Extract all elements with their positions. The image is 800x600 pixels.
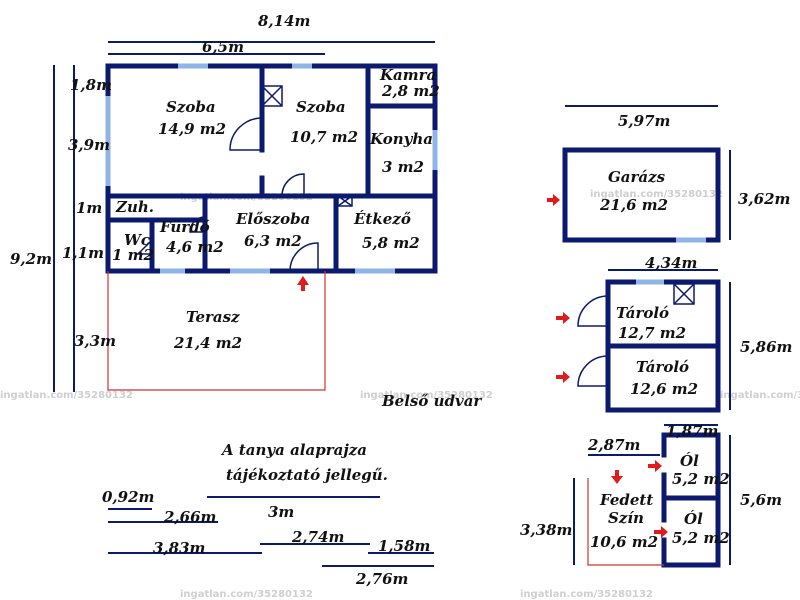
- room-area: 14,9 m2: [158, 120, 226, 138]
- dimension-label: 2,66m: [163, 508, 216, 526]
- note-line-2: tájékoztató jellegű.: [226, 466, 388, 484]
- door: [577, 295, 609, 327]
- room-name: Szín: [608, 509, 644, 527]
- garage-outline: [562, 147, 721, 243]
- dimension-label: 3,83m: [153, 539, 205, 557]
- dimension-label: 3,38m: [520, 521, 572, 539]
- room-area: 12,6 m2: [630, 380, 698, 398]
- room-name: Tároló: [636, 358, 689, 376]
- courtyard-label: Belső udvar: [381, 392, 482, 410]
- room-area: 3 m2: [382, 158, 424, 176]
- room-name: Ól: [680, 452, 699, 470]
- room-name: Szoba: [296, 98, 346, 116]
- dimension-left: 1m: [76, 199, 102, 217]
- dimension-left: 3,3m: [74, 332, 116, 350]
- room-name: Terasz: [186, 308, 240, 326]
- dimension-label: 3m: [268, 503, 294, 521]
- room-name: Wc: [124, 231, 150, 249]
- dimension-top-inner: 6,5m: [202, 38, 244, 56]
- entrance-arrow-icon: [556, 312, 570, 324]
- dimension-label: 2,74m: [291, 528, 344, 546]
- room-name: Kamra: [379, 66, 436, 84]
- room-area: 4,6 m2: [166, 238, 224, 256]
- room-name: Garázs: [608, 168, 666, 186]
- room-name: Tároló: [616, 304, 669, 322]
- watermark: ingatlan.com/35280132: [520, 589, 653, 600]
- room-name: Zuh.: [115, 198, 154, 216]
- pen-building: [573, 424, 731, 568]
- door: [577, 355, 609, 387]
- room-area: 21,6 m2: [599, 196, 668, 214]
- dimension-label: 0,92m: [102, 488, 154, 506]
- dimension-left: 1,1m: [62, 244, 104, 262]
- chimney-icon: [261, 85, 283, 107]
- storage-building: [556, 269, 731, 413]
- dimension-label: 1,87m: [666, 422, 718, 440]
- chimney-icon: [337, 195, 353, 207]
- note-line-1: A tanya alaprajza: [220, 441, 367, 459]
- door: [136, 239, 153, 255]
- dimension-label: 2,87m: [587, 436, 640, 454]
- room-area: 1 m2: [112, 246, 154, 264]
- entrance-arrow-icon: [556, 371, 570, 383]
- room-name: Előszoba: [235, 210, 310, 228]
- dimension-left-total: 9,2m: [10, 250, 52, 268]
- room-area: 5,2 m2: [672, 529, 730, 547]
- dimension-label: 5,86m: [740, 338, 792, 356]
- entrance-arrow-icon: [654, 526, 668, 538]
- room-name: Ól: [684, 510, 703, 528]
- terrace-outline: [107, 271, 326, 391]
- bottom-dimensions: [108, 496, 434, 567]
- room-area: 10,7 m2: [290, 128, 358, 146]
- room-area: 5,8 m2: [362, 234, 420, 252]
- main-house: [53, 41, 438, 392]
- entrance-arrow-icon: [547, 194, 560, 206]
- room-area: 21,4 m2: [173, 334, 242, 352]
- dimension-left: 1,8m: [70, 76, 112, 94]
- entrance-arrow-icon: [648, 460, 662, 472]
- door: [229, 117, 263, 151]
- dimension-label: 4,34m: [645, 254, 697, 272]
- room-name: Konyha: [369, 130, 433, 148]
- room-area: 10,6 m2: [590, 533, 658, 551]
- room-name: Szoba: [166, 98, 216, 116]
- dimension-label: 1,58m: [378, 537, 430, 555]
- entrance-arrow-icon: [611, 470, 623, 484]
- room-area: 12,7 m2: [618, 324, 686, 342]
- dimension-top-total: 8,14m: [258, 12, 310, 30]
- dimension-label: 3,62m: [738, 190, 790, 208]
- watermark: ingatlan.com/35280132: [180, 589, 313, 600]
- dimension-left: 3,9m: [68, 136, 110, 154]
- room-area: 6,3 m2: [244, 232, 302, 250]
- door: [281, 173, 305, 197]
- door: [189, 216, 206, 233]
- room-area: 2,8 m2: [381, 82, 440, 100]
- watermark: ingatlan.com/35280132: [360, 390, 493, 401]
- chimney-icon: [673, 283, 695, 305]
- watermark: ingatlan.com/35280132: [590, 189, 723, 200]
- dimension-label: 2,76m: [355, 570, 408, 588]
- watermark: ingatlan.com/35280132: [0, 390, 133, 401]
- watermark: ingatlan.com/35280132: [720, 390, 800, 401]
- door: [289, 242, 319, 272]
- room-name: Étkező: [353, 210, 411, 228]
- room-area: 5,2 m2: [672, 470, 730, 488]
- shed-outline: [587, 478, 664, 566]
- dimension-label: 5,97m: [618, 112, 670, 130]
- dimension-label: 5,6m: [740, 491, 782, 509]
- room-name: Fürdő: [159, 218, 210, 236]
- entrance-arrow-icon: [297, 276, 309, 291]
- garage: [547, 105, 731, 243]
- room-name: Fedett: [599, 491, 653, 509]
